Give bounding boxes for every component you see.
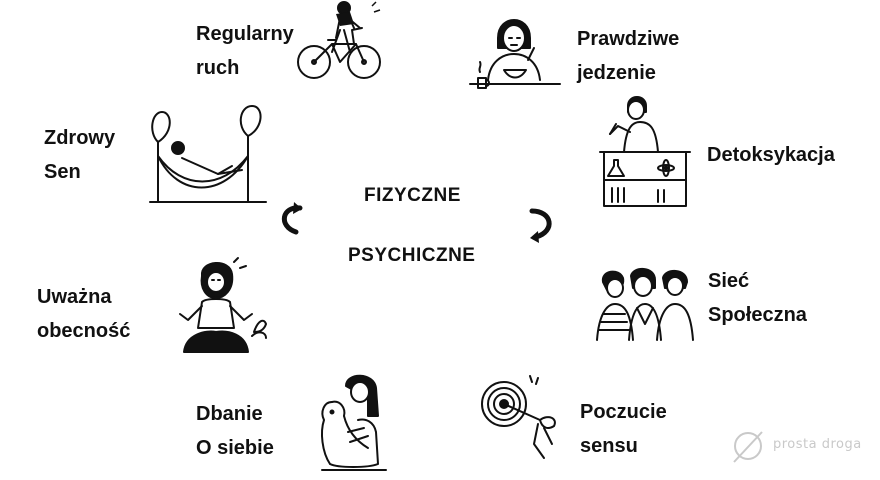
label-detox: Detoksykacja — [707, 144, 835, 166]
label-healthy-sleep: Zdrowy Sen — [44, 127, 116, 183]
cycle-arrow-right-icon — [528, 205, 558, 243]
cyclist-illustration-icon — [292, 0, 384, 82]
label-purpose: Poczucie sensu — [580, 401, 667, 457]
laboratory-illustration-icon — [596, 94, 692, 210]
meditation-illustration-icon — [176, 258, 270, 354]
watermark-text: prosta droga — [773, 437, 862, 452]
cycle-arrow-left-icon — [274, 202, 304, 240]
woman-eating-illustration-icon — [468, 8, 564, 94]
center-label-mental: PSYCHICZNE — [348, 245, 476, 266]
hammock-illustration-icon — [148, 102, 268, 206]
label-mindfulness: Uważna obecność — [37, 286, 131, 342]
label-self-care: Dbanie O siebie — [196, 403, 274, 459]
woman-hugging-dog-illustration-icon — [318, 372, 390, 472]
label-regular-exercise: Regularny ruch — [196, 23, 294, 79]
watermark: prosta droga — [728, 426, 868, 466]
label-social-network: Sieć Społeczna — [708, 270, 807, 326]
watermark-logo-icon — [733, 431, 763, 463]
label-real-food: Prawdziwe jedzenie — [577, 28, 680, 84]
target-dart-illustration-icon — [478, 374, 568, 462]
center-label-physical: FIZYCZNE — [364, 185, 461, 206]
friends-illustration-icon — [595, 264, 695, 342]
